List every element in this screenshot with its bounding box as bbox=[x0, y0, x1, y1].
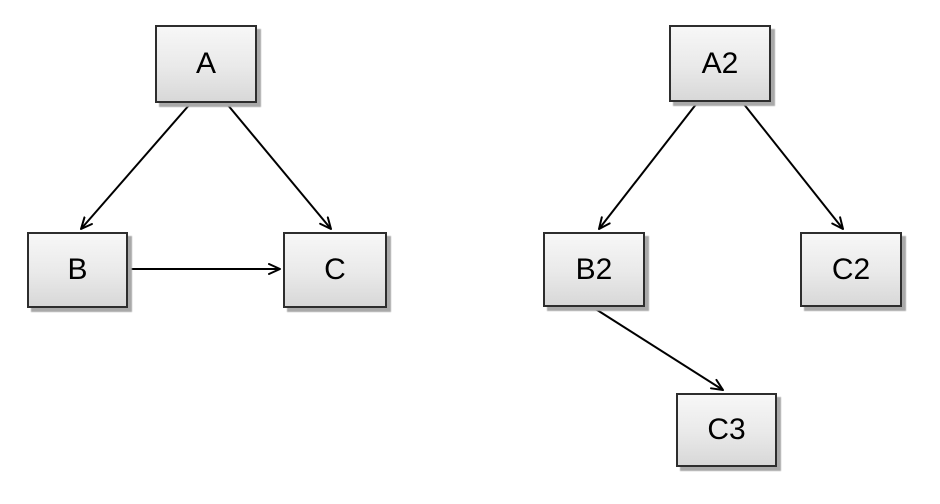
node-label: C bbox=[324, 253, 346, 286]
edge-A-C bbox=[226, 103, 332, 230]
node-label: B bbox=[67, 253, 88, 286]
node-label: C2 bbox=[831, 252, 871, 286]
node-A[interactable]: A bbox=[155, 25, 257, 103]
edge-B2-C3 bbox=[593, 307, 724, 391]
edge-A2-B2 bbox=[598, 102, 698, 230]
node-C2[interactable]: C2 bbox=[800, 232, 902, 307]
node-A2[interactable]: A2 bbox=[669, 25, 771, 102]
node-label: C3 bbox=[707, 413, 746, 446]
node-label: A bbox=[195, 47, 216, 80]
node-label: B2 bbox=[575, 252, 613, 286]
node-B2[interactable]: B2 bbox=[543, 232, 645, 307]
edge-A2-C2 bbox=[742, 102, 844, 230]
node-C3[interactable]: C3 bbox=[676, 393, 777, 467]
node-label: A2 bbox=[701, 46, 739, 80]
edge-A-B bbox=[80, 103, 191, 230]
node-C[interactable]: C bbox=[283, 232, 387, 308]
node-B[interactable]: B bbox=[27, 232, 128, 308]
